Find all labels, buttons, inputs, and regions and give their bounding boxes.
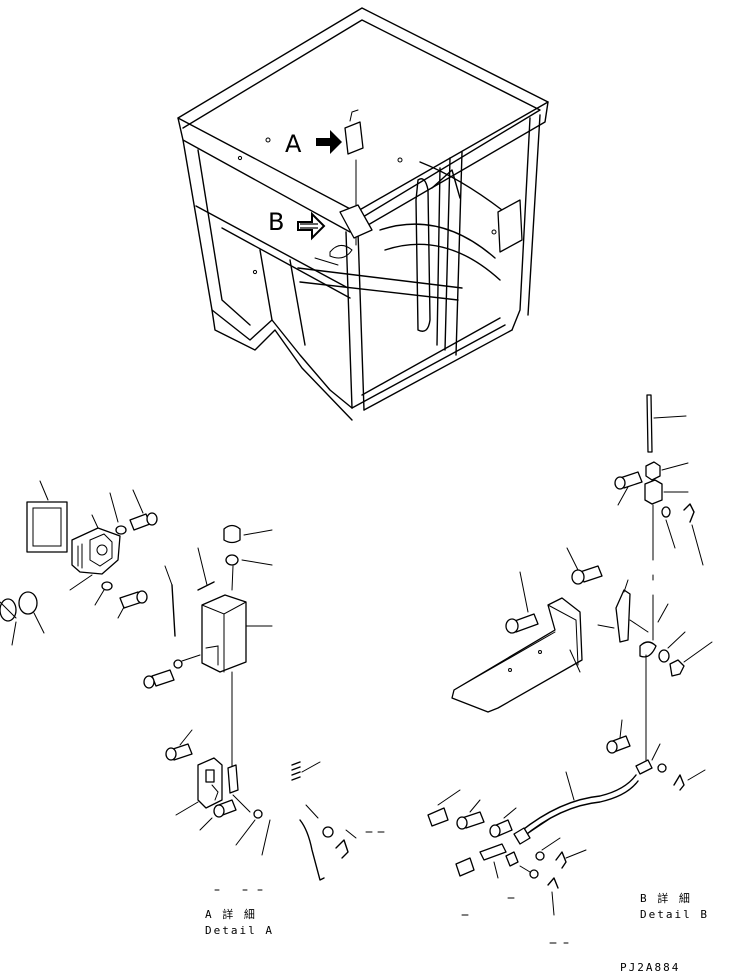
arrow-b-icon xyxy=(297,211,326,241)
detail-a-title-jp: A 詳 細 xyxy=(205,907,257,921)
detail-b-title-en: Detail B xyxy=(640,908,709,921)
view-label-a: A xyxy=(285,130,302,158)
drawing-code: PJ2A884 xyxy=(620,961,680,974)
detail-b-title-jp: B 詳 細 xyxy=(640,891,692,905)
view-label-b: B xyxy=(268,208,284,236)
detail-b-parts xyxy=(427,394,713,944)
arrow-a-icon xyxy=(316,130,342,154)
detail-a-title-en: Detail A xyxy=(205,924,274,937)
detail-a-parts xyxy=(0,480,385,891)
cab-frame xyxy=(177,7,549,421)
